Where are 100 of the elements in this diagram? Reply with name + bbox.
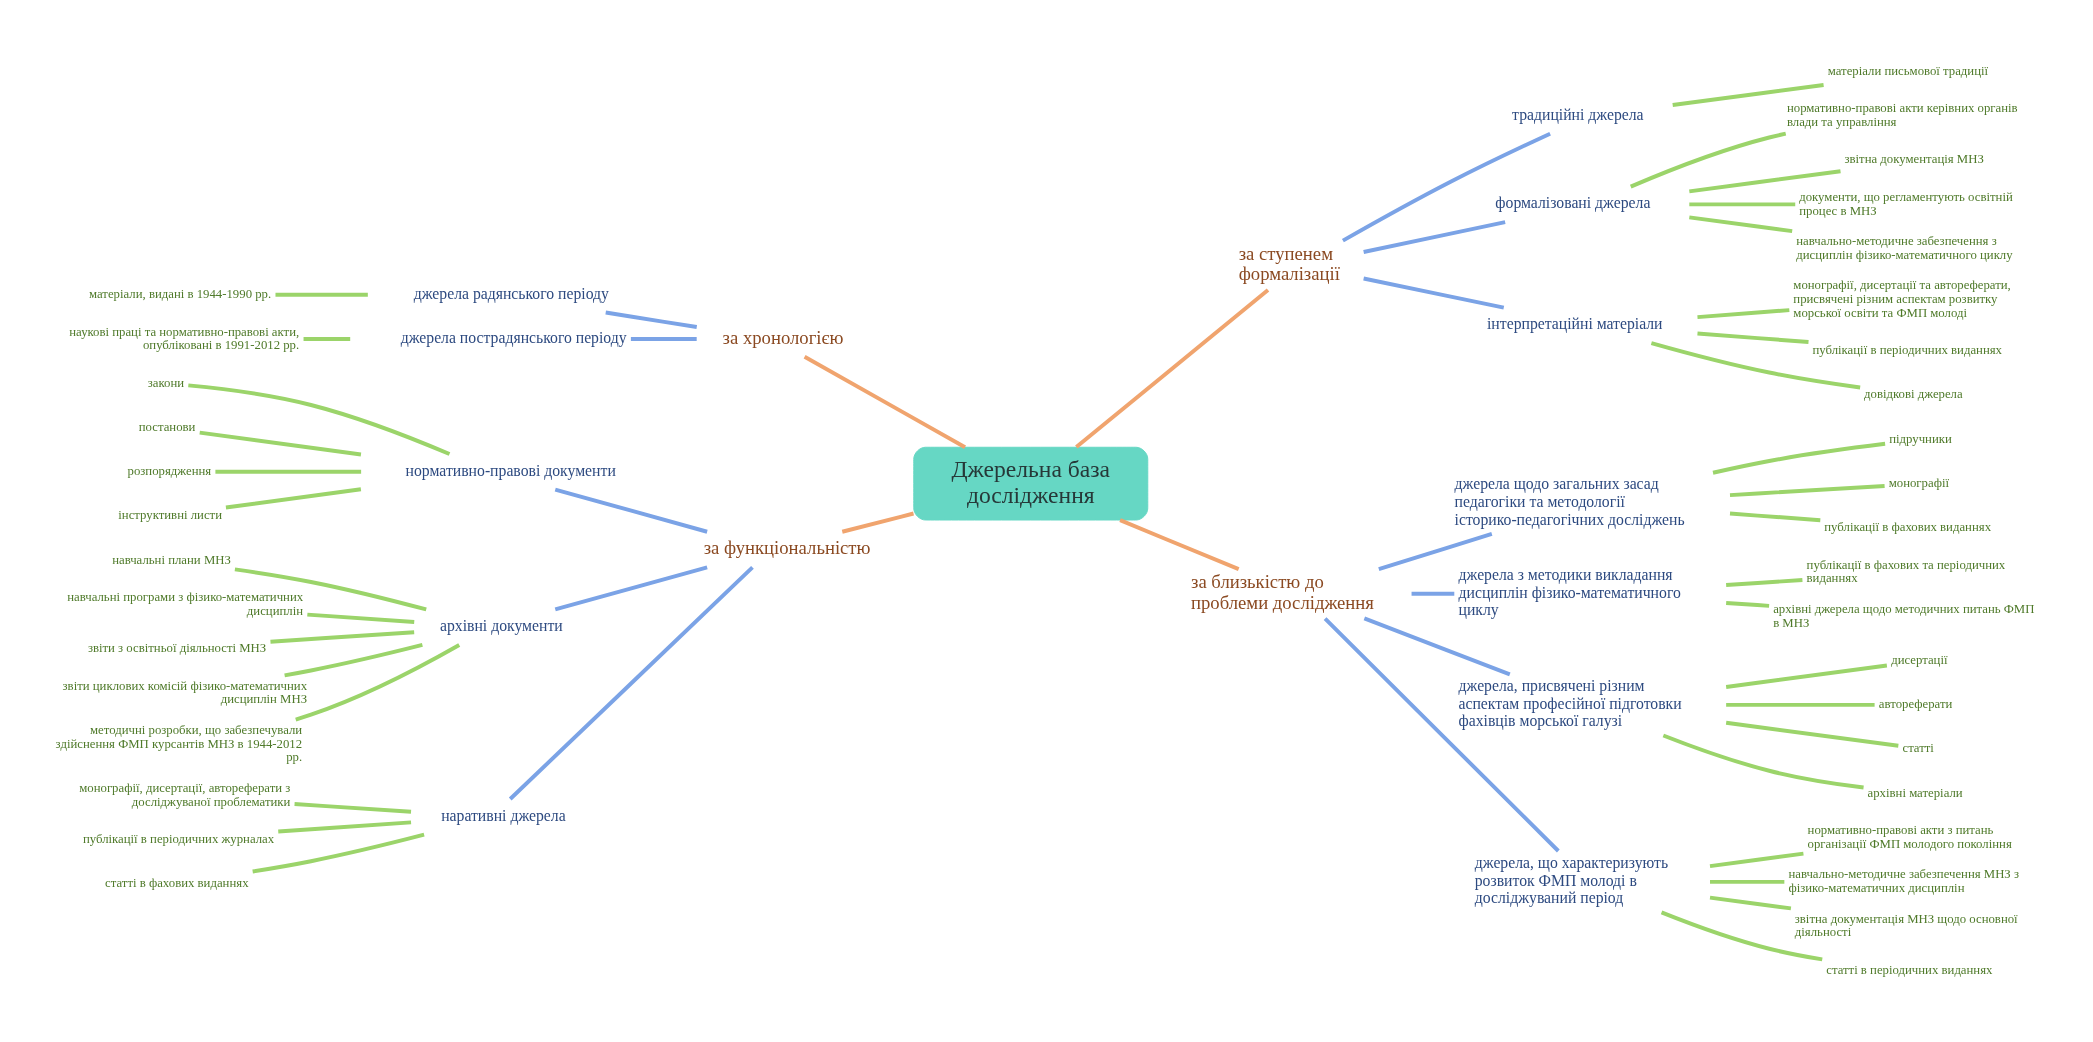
connector [1363,276,1505,310]
connector [1672,83,1824,107]
connector [303,337,351,342]
node-text: навчально-методичне забезпечення з дисциплін фізико-математичного циклу [1796,234,2013,262]
connector [1662,733,1864,790]
connector [1725,720,1899,748]
connector [1709,895,1792,911]
connector [1660,910,1823,962]
node-text: звітна документація МНЗ [1844,152,1984,167]
connector [1725,663,1888,689]
node-text: навчальні плани МНЗ [112,552,231,567]
node-box: Джерельна база дослідження [913,446,1149,521]
connector [1341,131,1551,243]
node-text: статті в фахових виданнях [105,876,249,891]
node-text: матеріали, видані в 1944-1990 рр. [89,287,272,302]
connector [1689,202,1796,207]
connector [1729,511,1821,523]
connector [1650,341,1861,390]
node-text: закони [147,375,185,390]
node-text: нормативно-правові акти з питань організації ФМП молодого покоління [1807,823,2012,851]
connector [215,469,362,474]
node-text: звіти циклових комісій фізико-математичних дисциплін МНЗ [62,678,308,707]
connector [1411,591,1455,596]
connector [1697,331,1809,344]
node-text: інструктивні листи [118,508,222,523]
node-text: звіти з освітньої діяльності МНЗ [87,641,267,656]
node-text: нормативно-правові акти керівних органів влади та управління [1786,101,2018,130]
node-text: навчально-методичне забезпечення МНЗ з фізико-математичних дисциплін [1788,867,2019,896]
node-text: джерела, присвячені різним аспектам професійної підготовки фахівців морської галузі [1458,676,1682,730]
connector [1726,578,1803,587]
connector [284,643,423,678]
connector [307,612,415,624]
node-text: звітна документація МНЗ щодо основної діяльності [1794,911,2018,940]
node-text: наративні джерела [441,806,566,824]
node-text: архівні матеріали [1867,785,1963,800]
connector [1629,131,1787,189]
connector [225,487,362,510]
connector [295,643,461,722]
node-text: монографії, дисертації, автореферати з досліджуваної проблематики [79,780,291,809]
node-text: розпорядження [127,464,212,479]
connector [1710,879,1785,884]
node-text: архівні документи [439,616,563,634]
node-text: за ступенем формалізації [1238,242,1340,285]
node-text: джерела щодо загальних засад педагогіки та методології історико-педагогічних досліджень [1454,475,1685,528]
node-text: за близькістю до проблеми дослідження [1191,571,1374,613]
node-text: за хронологією [722,326,844,348]
node-text: статті [1902,741,1934,756]
connector [1075,288,1270,449]
node-text: за функціональністю [703,537,871,559]
node-text: довідкові джерела [1864,387,1963,402]
connector [1726,600,1770,608]
connector [1689,215,1793,234]
connector [199,430,362,457]
node-text: публікації в фахових та періодичних виданнях [1806,557,2006,586]
node-text: формалізовані джерела [1495,194,1651,212]
node-text: публікації в періодичних журналах [82,831,275,846]
connector [554,565,708,612]
node-text: методичні розробки, що забезпечували здійснення ФМП курсантів МНЗ в 1944-2012 рр. [55,722,303,765]
connector [554,487,708,534]
node-text: автореферати [1878,697,1953,712]
connector [1697,308,1790,320]
node-text: матеріали письмової традиції [1827,63,1989,78]
node-text: джерела з методики викладання дисциплін фізико-математичного циклу [1458,565,1681,619]
node-text: підручники [1889,431,1952,446]
connector [1726,702,1875,707]
connector [270,630,415,644]
connector [1712,441,1886,475]
node-text: інтерпретаційні матеріали [1487,315,1663,333]
connector [605,310,698,329]
node-text: дисертації [1891,652,1948,667]
node-text: статті в періодичних виданнях [1826,962,1993,977]
node-text: публікації в фахових виданнях [1824,520,1992,535]
connector [630,337,697,342]
node-text: постанови [138,419,196,434]
connector [1729,484,1885,498]
connector [1689,169,1841,194]
node-text: монографії [1888,475,1950,490]
connector [1378,531,1493,572]
connector [188,383,451,456]
node-text: публікації в періодичних виданнях [1812,343,2003,358]
connector [1323,617,1560,853]
connector [278,820,412,834]
node-text: документи, що регламентують освітній процес в МНЗ [1799,189,2013,218]
connector [294,802,412,814]
node-text: джерела пострадянського періоду [400,328,627,346]
node-text: джерела, що характеризують розвиток ФМП молоді в досліджуваний період [1474,853,1669,907]
node-text: монографії, дисертації та автореферати, присвячені різним аспектам розвитку морської освіти та ФМП молоді [1793,278,2011,320]
node-text: джерела радянського періоду [413,284,609,302]
connector [1709,851,1804,869]
connector [508,566,754,801]
connector [1363,616,1511,677]
connector [841,511,914,534]
node-text: наукові праці та нормативно-правові акти, опубліковані в 1991-2012 рр. [69,324,300,353]
connector [1363,220,1506,254]
connector [234,567,427,612]
node-text: традиційні джерела [1512,105,1644,123]
connector [803,355,966,449]
node-text: навчальні програми з фізико-математичних дисциплін [67,590,304,618]
connector [1119,518,1240,571]
connector [252,832,425,874]
